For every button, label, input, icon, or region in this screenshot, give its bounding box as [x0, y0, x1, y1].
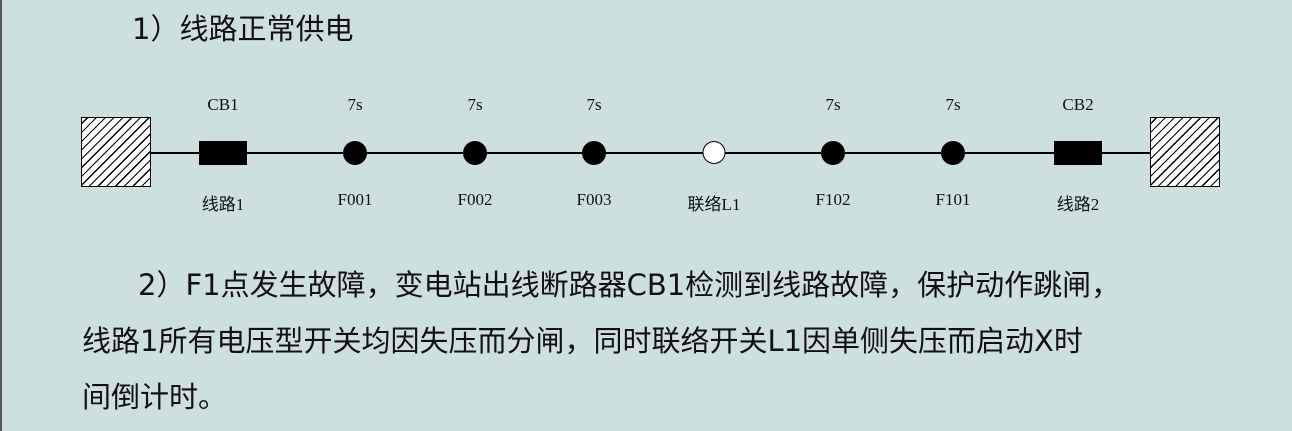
section-title: 1）线路正常供电 — [132, 12, 354, 46]
switch-f002 — [463, 141, 487, 165]
slide-edge — [0, 0, 2, 431]
paragraph-line: 间倒计时。 — [82, 380, 228, 414]
switch-time: 7s — [347, 95, 363, 114]
switch-label: F001 — [337, 190, 373, 209]
switch-f101 — [941, 141, 965, 165]
paragraph-line: 2）F1点发生故障，变电站出线断路器CB1检测到线路故障，保护动作跳闸， — [138, 268, 1121, 302]
switch-time: 7s — [586, 95, 602, 114]
breaker-cb2 — [1054, 141, 1102, 165]
substation-right — [1150, 117, 1220, 187]
switch-time: 7s — [825, 95, 841, 114]
switch-label: 联络L1 — [687, 195, 741, 214]
switch-f003 — [582, 141, 606, 165]
paragraph-line: 线路1所有电压型开关均因失压而分闸，同时联络开关L1因单侧失压而启动X时 — [82, 324, 1083, 358]
switch-label: F102 — [815, 190, 851, 209]
switch-label: F002 — [457, 190, 493, 209]
switch-label: F101 — [935, 190, 971, 209]
breaker-label: CB2 — [1062, 95, 1094, 114]
switch-f001 — [343, 141, 367, 165]
feeder-line — [151, 152, 1150, 154]
switch-time: 7s — [467, 95, 483, 114]
tie-switch-l1 — [702, 141, 726, 164]
breaker-label: CB1 — [207, 95, 239, 114]
substation-left — [81, 117, 151, 187]
switch-label: F003 — [576, 190, 612, 209]
breaker-cb1 — [199, 141, 247, 165]
switch-f102 — [821, 141, 845, 165]
switch-time: 7s — [945, 95, 961, 114]
line-label: 线路2 — [1056, 195, 1100, 214]
line-label: 线路1 — [201, 195, 245, 214]
